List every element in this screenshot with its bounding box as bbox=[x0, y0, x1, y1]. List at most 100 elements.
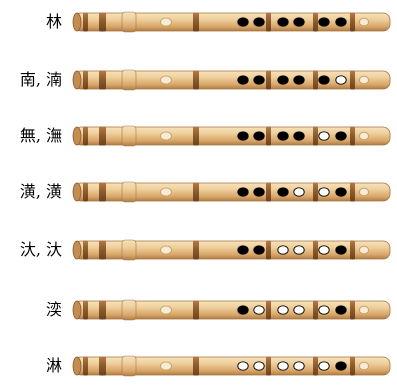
finger-hole-open bbox=[318, 305, 330, 315]
flute bbox=[72, 11, 391, 33]
thumb-hole bbox=[160, 361, 172, 371]
flute-binding bbox=[83, 70, 88, 90]
flute-binding bbox=[313, 70, 318, 90]
thumb-hole bbox=[160, 245, 172, 255]
flute-binding bbox=[99, 70, 106, 90]
flute-binding bbox=[193, 12, 199, 32]
flute-node bbox=[121, 181, 137, 203]
flute-node bbox=[121, 355, 137, 377]
finger-hole-closed bbox=[335, 17, 347, 27]
end-hole bbox=[359, 361, 369, 371]
finger-hole-open bbox=[277, 245, 289, 255]
fingering-label: 潢, 潢 bbox=[19, 182, 62, 201]
flute-binding bbox=[350, 126, 355, 146]
flute-binding bbox=[83, 12, 88, 32]
flute-end-cap bbox=[72, 12, 82, 32]
finger-hole-closed bbox=[237, 131, 249, 141]
finger-hole-closed bbox=[253, 131, 265, 141]
flute-binding bbox=[313, 356, 318, 376]
flute bbox=[72, 181, 391, 203]
finger-hole-closed bbox=[237, 305, 249, 315]
finger-hole-closed bbox=[318, 75, 330, 85]
finger-hole-open bbox=[318, 361, 330, 371]
flute-binding bbox=[266, 12, 271, 32]
fingering-label: 汏, 汏 bbox=[19, 240, 62, 259]
finger-hole-closed bbox=[335, 361, 347, 371]
thumb-hole bbox=[160, 305, 172, 315]
flute-binding bbox=[99, 356, 106, 376]
flute-binding bbox=[99, 126, 106, 146]
flute-node bbox=[121, 239, 137, 261]
finger-hole-closed bbox=[335, 245, 347, 255]
finger-hole-closed bbox=[253, 75, 265, 85]
end-hole bbox=[359, 75, 369, 85]
finger-hole-closed bbox=[293, 17, 305, 27]
flute-binding bbox=[350, 12, 355, 32]
flute bbox=[72, 69, 391, 91]
flute-binding bbox=[83, 182, 88, 202]
flute-node bbox=[121, 299, 137, 321]
thumb-hole bbox=[160, 75, 172, 85]
thumb-hole bbox=[160, 131, 172, 141]
end-hole bbox=[359, 17, 369, 27]
flute-node bbox=[121, 69, 137, 91]
flute-binding bbox=[83, 126, 88, 146]
flute-binding bbox=[266, 126, 271, 146]
finger-hole-closed bbox=[318, 17, 330, 27]
flute-binding bbox=[83, 356, 88, 376]
finger-hole-closed bbox=[277, 75, 289, 85]
finger-hole-closed bbox=[237, 75, 249, 85]
fingering-label: 林 bbox=[45, 12, 62, 31]
flute-node bbox=[121, 125, 137, 147]
finger-hole-closed bbox=[253, 245, 265, 255]
flute-end-cap bbox=[72, 240, 82, 260]
flute-binding bbox=[99, 300, 106, 320]
flute-binding bbox=[193, 70, 199, 90]
finger-hole-open bbox=[293, 305, 305, 315]
thumb-hole bbox=[160, 187, 172, 197]
end-hole bbox=[359, 131, 369, 141]
flute-binding bbox=[83, 240, 88, 260]
finger-hole-open bbox=[237, 361, 249, 371]
finger-hole-closed bbox=[293, 75, 305, 85]
flute-binding bbox=[313, 182, 318, 202]
flute-binding bbox=[313, 240, 318, 260]
fingering-label: 南, 湳 bbox=[19, 70, 62, 89]
finger-hole-closed bbox=[237, 187, 249, 197]
flute-binding bbox=[350, 356, 355, 376]
finger-hole-closed bbox=[335, 187, 347, 197]
finger-hole-closed bbox=[277, 187, 289, 197]
finger-hole-open bbox=[277, 305, 289, 315]
flute-binding bbox=[266, 356, 271, 376]
flute-binding bbox=[266, 70, 271, 90]
finger-hole-open bbox=[253, 361, 265, 371]
finger-hole-open bbox=[277, 361, 289, 371]
end-hole bbox=[359, 245, 369, 255]
flute-binding bbox=[99, 240, 106, 260]
flute-binding bbox=[266, 182, 271, 202]
flute-end-cap bbox=[72, 70, 82, 90]
flute-binding bbox=[313, 126, 318, 146]
flute bbox=[72, 299, 391, 321]
end-hole bbox=[359, 305, 369, 315]
flute-binding bbox=[266, 300, 271, 320]
finger-hole-closed bbox=[237, 17, 249, 27]
flute-binding bbox=[350, 300, 355, 320]
fingering-label: 湙 bbox=[45, 300, 62, 319]
fingering-label: 無, 潕 bbox=[19, 126, 62, 145]
flute-end-cap bbox=[72, 182, 82, 202]
finger-hole-closed bbox=[277, 131, 289, 141]
finger-hole-open bbox=[318, 131, 330, 141]
finger-hole-closed bbox=[293, 131, 305, 141]
finger-hole-open bbox=[293, 361, 305, 371]
flute-end-cap bbox=[72, 356, 82, 376]
finger-hole-open bbox=[253, 305, 265, 315]
flute-binding bbox=[350, 182, 355, 202]
flute bbox=[72, 239, 391, 261]
flute-binding bbox=[313, 12, 318, 32]
flute-binding bbox=[99, 12, 106, 32]
finger-hole-closed bbox=[237, 245, 249, 255]
end-hole bbox=[359, 187, 369, 197]
flute-binding bbox=[193, 126, 199, 146]
